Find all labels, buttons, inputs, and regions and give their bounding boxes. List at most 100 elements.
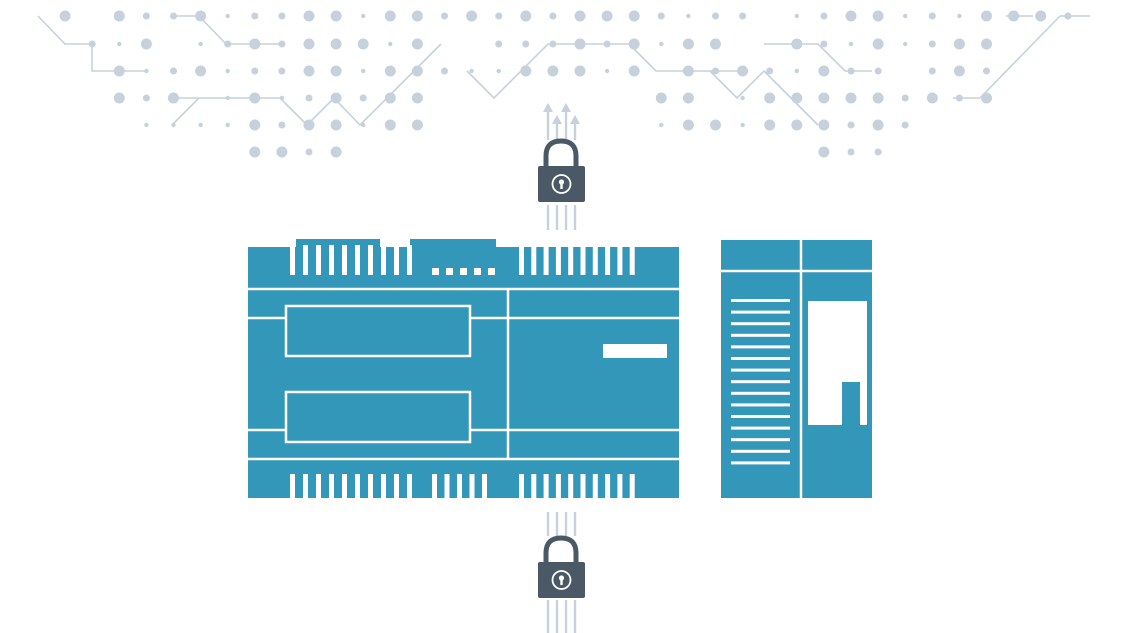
- terminal-slot: [303, 474, 308, 498]
- network-node: [682, 65, 694, 77]
- network-node: [628, 10, 640, 22]
- network-node: [1064, 12, 1072, 20]
- network-node: [113, 65, 125, 77]
- network-node: [874, 67, 882, 75]
- network-node: [818, 65, 830, 77]
- terminal-slot: [432, 268, 439, 275]
- terminal-slot: [342, 474, 347, 498]
- network-node: [766, 67, 774, 75]
- network-node: [957, 13, 962, 19]
- network-node: [547, 65, 559, 77]
- terminal-slot: [482, 474, 487, 498]
- network-node: [142, 94, 150, 102]
- network-node: [872, 119, 884, 131]
- network-node: [384, 119, 396, 131]
- network-node: [249, 38, 261, 50]
- network-node: [1008, 10, 1020, 22]
- network-node: [469, 68, 474, 74]
- network-node: [794, 13, 799, 19]
- network-node: [981, 92, 992, 104]
- network-node: [170, 12, 177, 20]
- network-node: [303, 65, 315, 77]
- network-node: [872, 38, 884, 50]
- network-node: [628, 65, 640, 77]
- network-node: [411, 10, 423, 22]
- network-node: [303, 10, 315, 22]
- network-node: [168, 92, 179, 104]
- terminal-slot: [605, 474, 611, 498]
- network-node: [249, 146, 261, 158]
- network-node: [628, 38, 640, 50]
- network-node: [740, 122, 745, 128]
- network-node: [384, 92, 396, 104]
- network-node: [361, 68, 366, 74]
- network-node: [251, 12, 259, 20]
- network-node: [903, 13, 908, 19]
- terminal-slot: [290, 245, 295, 275]
- circuit-network-pattern: [37, 10, 1090, 158]
- network-node: [659, 41, 664, 47]
- network-node: [305, 94, 313, 102]
- network-node: [198, 122, 203, 128]
- network-node: [791, 38, 803, 50]
- network-node: [739, 12, 747, 20]
- network-connection: [172, 15, 280, 45]
- network-node: [682, 38, 694, 50]
- network-node: [682, 92, 694, 104]
- network-node: [820, 40, 828, 48]
- network-node: [872, 92, 884, 104]
- network-node: [171, 122, 176, 128]
- network-node: [225, 68, 230, 74]
- network-connection: [979, 15, 1061, 99]
- network-node: [764, 119, 776, 131]
- network-node: [278, 40, 286, 48]
- network-node: [278, 121, 286, 129]
- network-node: [901, 121, 909, 129]
- terminal-slot: [592, 474, 598, 498]
- network-node: [955, 94, 963, 102]
- network-node: [520, 65, 532, 77]
- terminal-slot: [592, 245, 598, 275]
- network-node: [411, 92, 423, 104]
- network-node: [278, 67, 286, 75]
- network-node: [225, 95, 230, 101]
- terminal-slot: [531, 245, 537, 275]
- network-node: [303, 119, 315, 131]
- network-node: [818, 146, 830, 158]
- network-connection: [172, 43, 442, 127]
- network-node: [225, 122, 230, 128]
- network-node: [818, 92, 830, 104]
- network-node: [59, 10, 71, 22]
- network-node: [330, 146, 342, 158]
- terminal-slot: [381, 474, 386, 498]
- io-channel-line: [731, 380, 790, 384]
- network-node: [388, 41, 393, 47]
- terminal-slot: [488, 268, 495, 275]
- terminal-slot: [303, 245, 308, 275]
- network-node: [495, 12, 503, 20]
- io-channel-line: [731, 368, 790, 372]
- io-channel-line: [731, 310, 790, 314]
- network-node: [357, 38, 369, 50]
- network-node: [496, 68, 501, 74]
- io-channel-line: [731, 449, 790, 453]
- network-node: [791, 119, 803, 131]
- io-channel-line: [731, 438, 790, 442]
- network-node: [712, 67, 719, 75]
- network-node: [170, 67, 177, 75]
- io-channel-line: [731, 322, 790, 326]
- terminal-slot: [394, 245, 399, 275]
- network-node: [903, 41, 908, 47]
- network-node: [279, 95, 285, 101]
- terminal-slot: [519, 474, 524, 498]
- network-node: [928, 40, 936, 48]
- network-node: [953, 38, 965, 50]
- io-channel-line: [731, 333, 790, 337]
- network-node: [88, 40, 96, 48]
- network-node: [928, 67, 936, 75]
- network-node: [495, 40, 503, 48]
- network-node: [847, 67, 855, 75]
- network-node: [983, 67, 990, 75]
- network-node: [195, 65, 207, 77]
- io-channel-line: [731, 299, 790, 302]
